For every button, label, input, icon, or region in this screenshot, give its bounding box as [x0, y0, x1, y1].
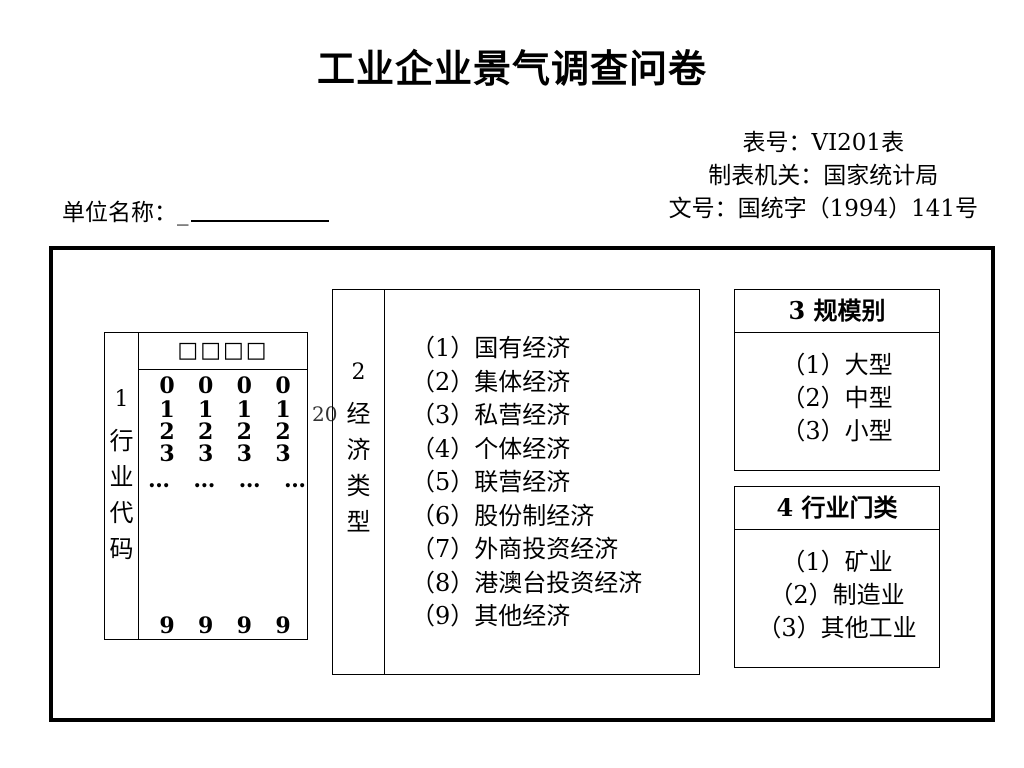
digit: 3: [159, 441, 175, 467]
digit-row: 0 0 0 0: [155, 373, 295, 399]
industry-category-options: （1）矿业 （2）制造业 （3）其他工业: [735, 530, 939, 645]
economy-option[interactable]: （3）私营经济: [411, 401, 571, 429]
digit: 0: [275, 373, 291, 399]
digit: 1: [236, 397, 252, 423]
economy-option[interactable]: （5）联营经济: [411, 468, 571, 496]
digit-row: 2 2 2 2: [155, 419, 295, 445]
digit: 9: [236, 613, 252, 639]
unit-name-label: 单位名称：_: [62, 200, 189, 226]
page-title: 工业企业景气调查问卷: [316, 46, 707, 91]
digit: 2: [275, 419, 291, 445]
economy-option[interactable]: （8）港澳台投资经济: [411, 568, 643, 597]
digit: 0: [236, 373, 252, 399]
economy-type-title: 经 济 类 型: [333, 396, 384, 540]
digit: 9: [275, 613, 291, 639]
label-char: 业: [109, 463, 134, 491]
industry-code-input-boxes[interactable]: □□□□: [139, 333, 307, 370]
economy-type-number: 2: [351, 360, 366, 385]
digit: 3: [198, 441, 214, 467]
digit: 9: [198, 613, 214, 639]
industry-category-option[interactable]: （1）矿业: [781, 548, 893, 576]
label-char: 代: [109, 499, 134, 527]
ellipsis: …: [148, 467, 170, 493]
digit: 2: [236, 419, 252, 445]
ellipsis: …: [238, 467, 261, 493]
economy-option[interactable]: （4）个体经济: [411, 434, 571, 463]
industry-category-heading: 4 行业门类: [735, 487, 939, 530]
economy-option[interactable]: （2）集体经济: [411, 367, 571, 396]
scale-box: 3 规模别 （1）大型 （2）中型 （3）小型: [734, 289, 940, 471]
label-char: 行: [109, 427, 134, 455]
digit: 9: [159, 613, 175, 639]
questionnaire-frame: [49, 246, 995, 722]
economy-type-label: 2 经 济 类 型: [333, 290, 385, 674]
digit: 3: [275, 441, 291, 467]
digit: 1: [198, 397, 214, 423]
digit: 3: [236, 441, 252, 467]
industry-category-box: 4 行业门类 （1）矿业 （2）制造业 （3）其他工业: [734, 486, 940, 668]
scale-options: （1）大型 （2）中型 （3）小型: [735, 333, 939, 448]
digit: 1: [159, 397, 175, 423]
label-char: 经: [346, 400, 371, 428]
industry-code-number: 1: [114, 387, 129, 412]
digit: 0: [198, 373, 214, 399]
issuing-authority: 制表机关：国家统计局: [708, 163, 939, 189]
industry-code-title: 行 业 代 码: [105, 423, 138, 567]
digit: 1: [275, 397, 291, 423]
digit-row: 1 1 1 1: [155, 397, 295, 423]
ellipsis: …: [283, 467, 306, 493]
scale-option[interactable]: （1）大型: [781, 351, 893, 379]
label-char: 码: [109, 535, 134, 563]
label-char: 类: [346, 472, 371, 500]
ellipsis: …: [193, 467, 216, 493]
economy-option[interactable]: （6）股份制经济: [411, 501, 595, 530]
digit: 0: [159, 373, 175, 399]
industry-category-option[interactable]: （3）其他工业: [757, 614, 917, 642]
industry-code-label: 1 行 业 代 码: [105, 333, 139, 639]
unit-name-field[interactable]: 单位名称：_: [62, 193, 329, 227]
scale-option[interactable]: （2）中型: [781, 384, 893, 412]
digit: 2: [198, 419, 214, 445]
economy-option[interactable]: （9）其他经济: [411, 602, 571, 630]
partial-text: 20: [312, 402, 338, 426]
economy-type-box: 2 经 济 类 型 （1）国有经济 （2）集体经济 （3）私营经济 （4）个体经…: [332, 289, 700, 675]
ellipsis-row: … … … …: [147, 467, 307, 493]
scale-option[interactable]: （3）小型: [781, 417, 893, 445]
document-number: 文号：国统字（1994）141号: [668, 196, 978, 222]
label-char: 济: [346, 436, 371, 464]
digit-row: 3 3 3 3: [155, 441, 295, 467]
digit: 2: [159, 419, 175, 445]
scale-heading: 3 规模别: [735, 290, 939, 333]
table-number: 表号：VI201表: [742, 130, 905, 156]
economy-option[interactable]: （1）国有经济: [411, 334, 571, 362]
industry-category-option[interactable]: （2）制造业: [769, 581, 905, 609]
unit-name-blank[interactable]: [190, 206, 329, 222]
economy-option[interactable]: （7）外商投资经济: [411, 535, 619, 563]
label-char: 型: [346, 508, 371, 536]
digit-row: 9 9 9 9: [155, 613, 295, 639]
industry-code-box: 1 行 业 代 码 □□□□ 0 0 0 0 1 1 1 1 2 2 2 2 3…: [104, 332, 308, 640]
form-meta: 表号：VI201表 制表机关：国家统计局 文号：国统字（1994）141号: [669, 127, 978, 226]
economy-type-options: （1）国有经济 （2）集体经济 （3）私营经济 （4）个体经济 （5）联营经济 …: [411, 332, 642, 634]
